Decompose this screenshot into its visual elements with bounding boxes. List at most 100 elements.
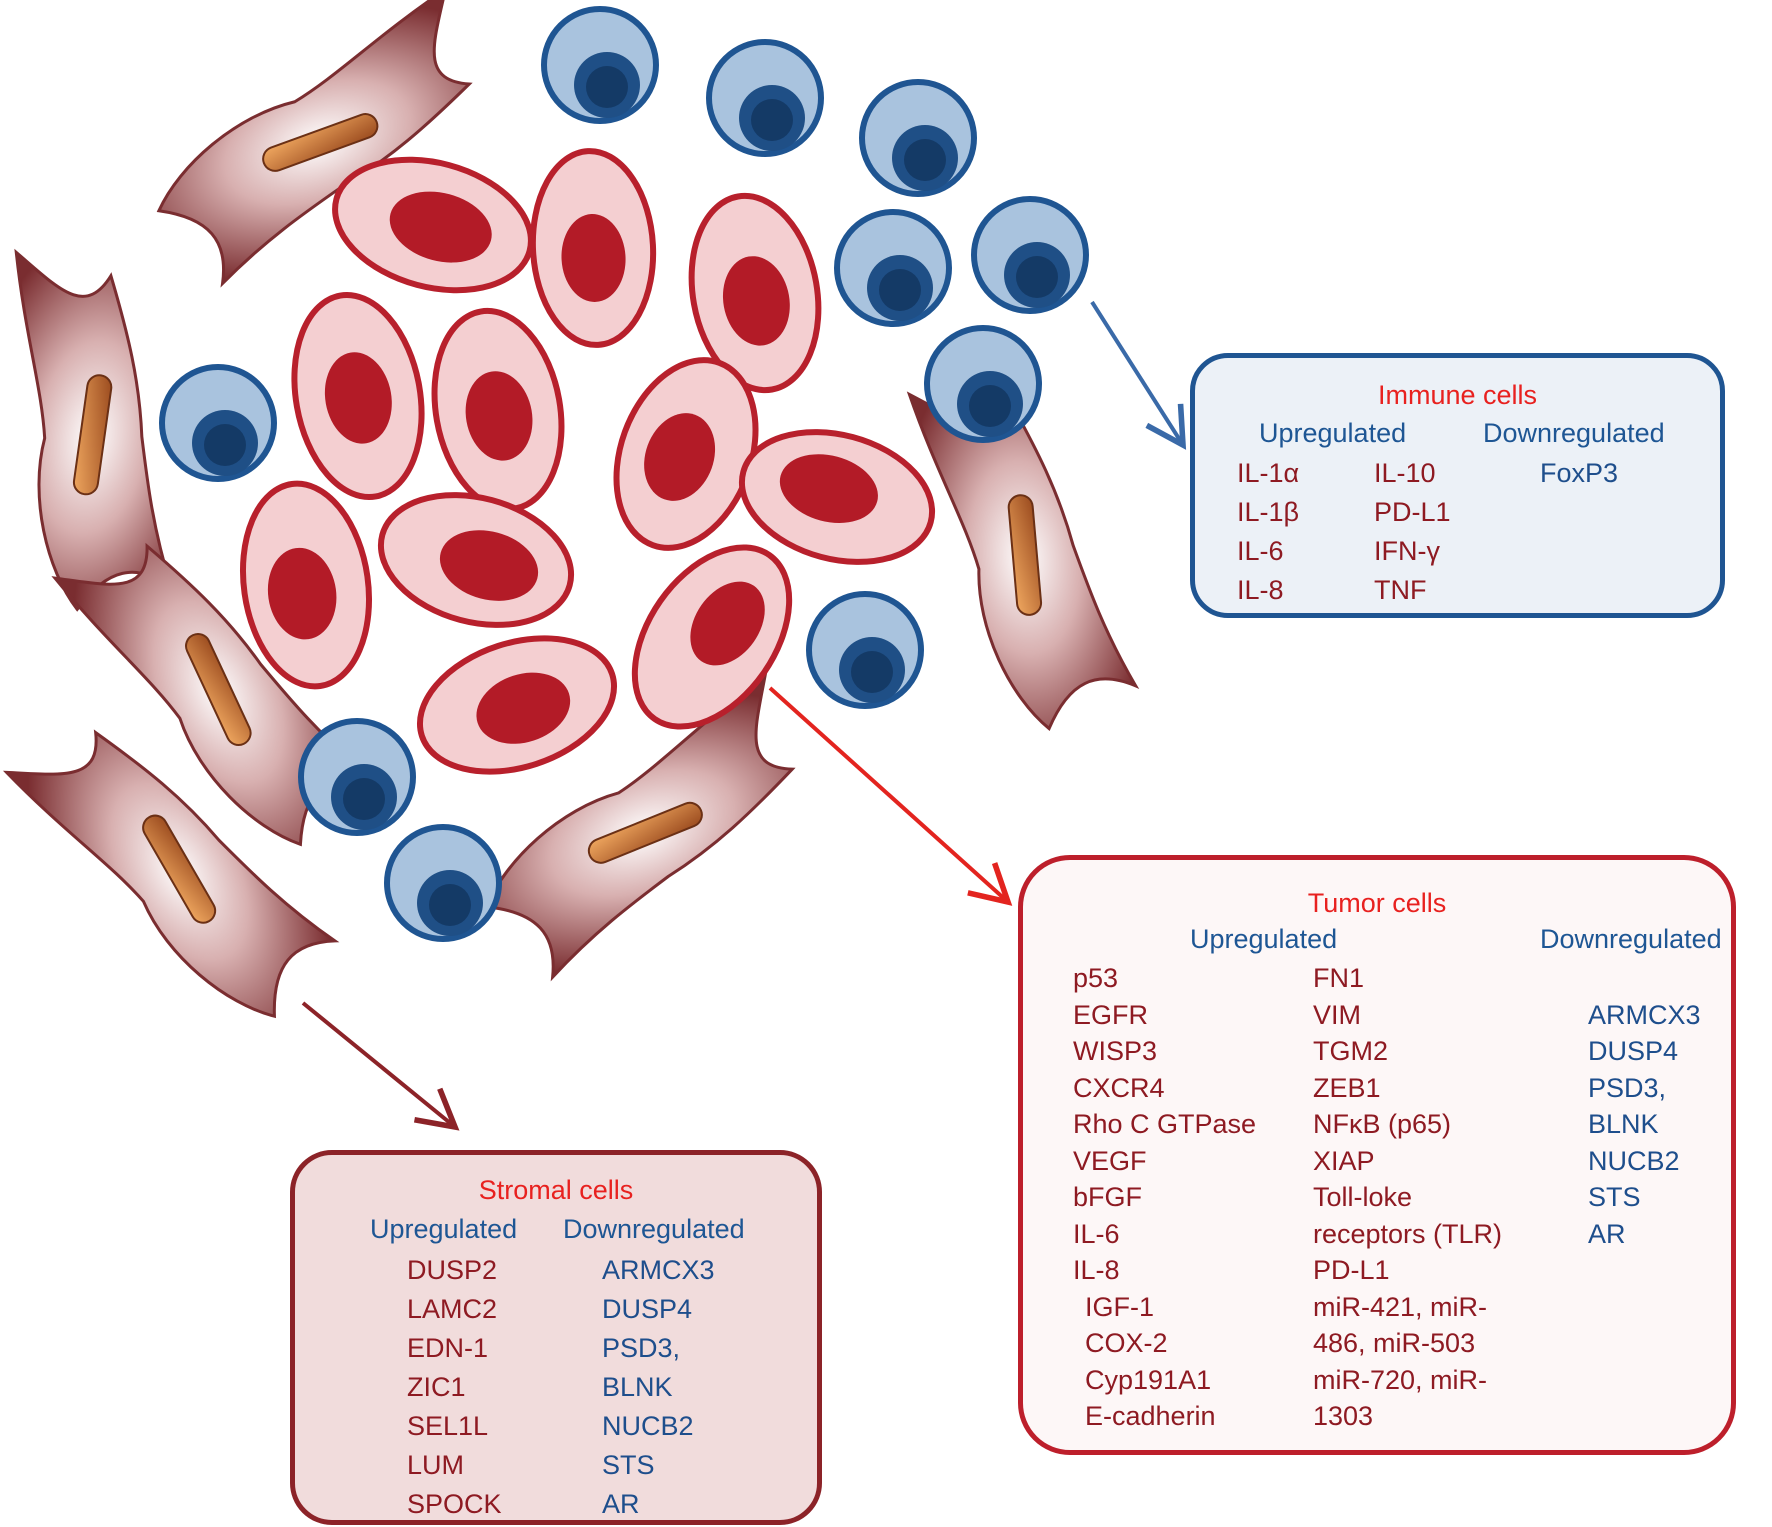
immune-down-col: FoxP3 (1540, 454, 1618, 493)
gene-label: BLNK (1588, 1109, 1659, 1139)
stromal-upregulated-header: Upregulated (370, 1214, 518, 1244)
gene-label: DUSP4 (1588, 1036, 1679, 1066)
gene-label: miR-421, miR- (1313, 1291, 1488, 1322)
gene-label: FN1 (1313, 963, 1365, 993)
tumor-down-col: ARMCX3 DUSP4 PSD3, BLNK NUCB2 STS AR (1588, 997, 1701, 1253)
stromal-cell (484, 672, 796, 982)
stromal-cells-title: Stromal cells (478, 1175, 634, 1205)
gene-label: PSD3, (1588, 1072, 1667, 1103)
gene-label: LUM (407, 1450, 465, 1480)
stromal-cell (906, 391, 1140, 732)
gene-label: IFN-γ (1374, 536, 1440, 566)
gene-label: EGFR (1073, 999, 1149, 1030)
stromal-cell (2, 729, 340, 1019)
gene-label: PD-L1 (1313, 1255, 1390, 1285)
tumor-cell (613, 357, 759, 551)
gene-label: 486, miR-503 (1313, 1328, 1476, 1358)
gene-label: IL-10 (1374, 458, 1436, 488)
gene-label: Rho C GTPase (1073, 1109, 1257, 1139)
immune-cells-box: Immune cells Upregulated Downregulated I… (1190, 353, 1725, 618)
immune-cells-title: Immune cells (1377, 380, 1538, 410)
tumor-cell (529, 148, 657, 348)
gene-label: TNF (1374, 575, 1427, 605)
gene-label: Toll-loke (1313, 1182, 1413, 1212)
gene-label: CXCR4 (1073, 1072, 1165, 1103)
gene-label: LAMC2 (407, 1294, 498, 1324)
immune-cell (706, 39, 824, 157)
gene-label: ARMCX3 (1588, 999, 1701, 1030)
gene-label: 1303 (1313, 1401, 1374, 1431)
gene-label: ZEB1 (1313, 1072, 1381, 1103)
gene-label: PD-L1 (1374, 497, 1451, 527)
immune-cell (541, 6, 659, 124)
tumor-downregulated-header: Downregulated (1540, 924, 1722, 954)
tumor-cells-title: Tumor cells (1307, 888, 1447, 918)
gene-label: DUSP4 (602, 1294, 693, 1324)
tumor-cell (738, 429, 936, 565)
gene-label: IL-8 (1237, 575, 1284, 605)
tumor-up-col1: p53 EGFR WISP3 CXCR4 Rho C GTPase VEGF b… (1073, 960, 1256, 1435)
stromal-cells-box: Stromal cells Upregulated Downregulated … (290, 1150, 822, 1525)
gene-label: XIAP (1313, 1145, 1375, 1176)
gene-label: IL-1β (1237, 497, 1300, 527)
tumor-cell (239, 480, 373, 690)
gene-label: SPOCK (407, 1489, 502, 1519)
gene-label: VIM (1313, 999, 1362, 1030)
gene-label: AR (602, 1489, 640, 1519)
gene-label: bFGF (1073, 1182, 1143, 1212)
stromal-cell (51, 542, 372, 847)
immune-up-col1: IL-1α IL-1β IL-6 IL-8 (1237, 454, 1299, 610)
tumor-cell (291, 291, 425, 501)
gene-label: WISP3 (1073, 1036, 1158, 1066)
gene-label: BLNK (602, 1372, 673, 1402)
tumor-cell (416, 635, 618, 775)
gene-label: receptors (TLR) (1313, 1218, 1503, 1249)
immune-up-col2: IL-10 PD-L1 IFN-γ TNF (1374, 454, 1451, 610)
immune-downregulated-header: Downregulated (1483, 418, 1665, 448)
immune-cell (806, 591, 924, 709)
tumor-cell (631, 544, 793, 730)
gene-label: COX-2 (1085, 1328, 1168, 1358)
tumor-cell (377, 492, 575, 628)
gene-label: STS (1588, 1182, 1641, 1212)
gene-label: E-cadherin (1085, 1401, 1216, 1431)
stromal-downregulated-header: Downregulated (563, 1214, 745, 1244)
gene-label: EDN-1 (407, 1333, 489, 1363)
gene-label: FoxP3 (1540, 458, 1619, 488)
tumor-cell (431, 307, 565, 513)
immune-cell (859, 79, 977, 197)
gene-label: ZIC1 (407, 1372, 466, 1402)
stromal-down-col: ARMCX3 DUSP4 PSD3, BLNK NUCB2 STS AR (602, 1251, 715, 1524)
gene-label: NUCB2 (1588, 1145, 1680, 1176)
tumor-cells-box: Tumor cells Upregulated Downregulated p5… (1018, 855, 1736, 1455)
gene-label: p53 (1073, 963, 1119, 993)
immune-cell (924, 325, 1042, 443)
immune-arrow (1090, 300, 1187, 450)
gene-label: AR (1588, 1218, 1626, 1249)
gene-label: ARMCX3 (602, 1255, 715, 1285)
gene-label: IL-6 (1237, 536, 1284, 566)
immune-upregulated-header: Upregulated (1259, 418, 1407, 448)
gene-label: IGF-1 (1085, 1291, 1155, 1322)
stromal-up-col: DUSP2 LAMC2 EDN-1 ZIC1 SEL1L LUM SPOCK (407, 1251, 502, 1524)
tumor-cell (688, 192, 822, 394)
stromal-cell (156, 0, 473, 288)
stromal-arrow (301, 1001, 460, 1131)
gene-label: NUCB2 (602, 1411, 694, 1441)
immune-cell (834, 209, 952, 327)
immune-cell (384, 824, 502, 942)
gene-label: IL-1α (1237, 458, 1300, 488)
gene-label: STS (602, 1450, 655, 1480)
tumor-cell (332, 156, 534, 294)
tumor-up-col2: FN1 VIM TGM2 ZEB1 NFκB (p65) XIAP Toll-l… (1313, 960, 1502, 1435)
gene-label: TGM2 (1313, 1036, 1389, 1066)
gene-label: SEL1L (407, 1411, 489, 1441)
gene-label: DUSP2 (407, 1255, 498, 1285)
gene-label: IL-8 (1073, 1255, 1120, 1285)
gene-label: Cyp191A1 (1085, 1364, 1212, 1395)
gene-label: VEGF (1073, 1145, 1147, 1176)
immune-cell (971, 196, 1089, 314)
tumor-upregulated-header: Upregulated (1190, 924, 1338, 954)
tumor-arrow (768, 686, 1013, 906)
